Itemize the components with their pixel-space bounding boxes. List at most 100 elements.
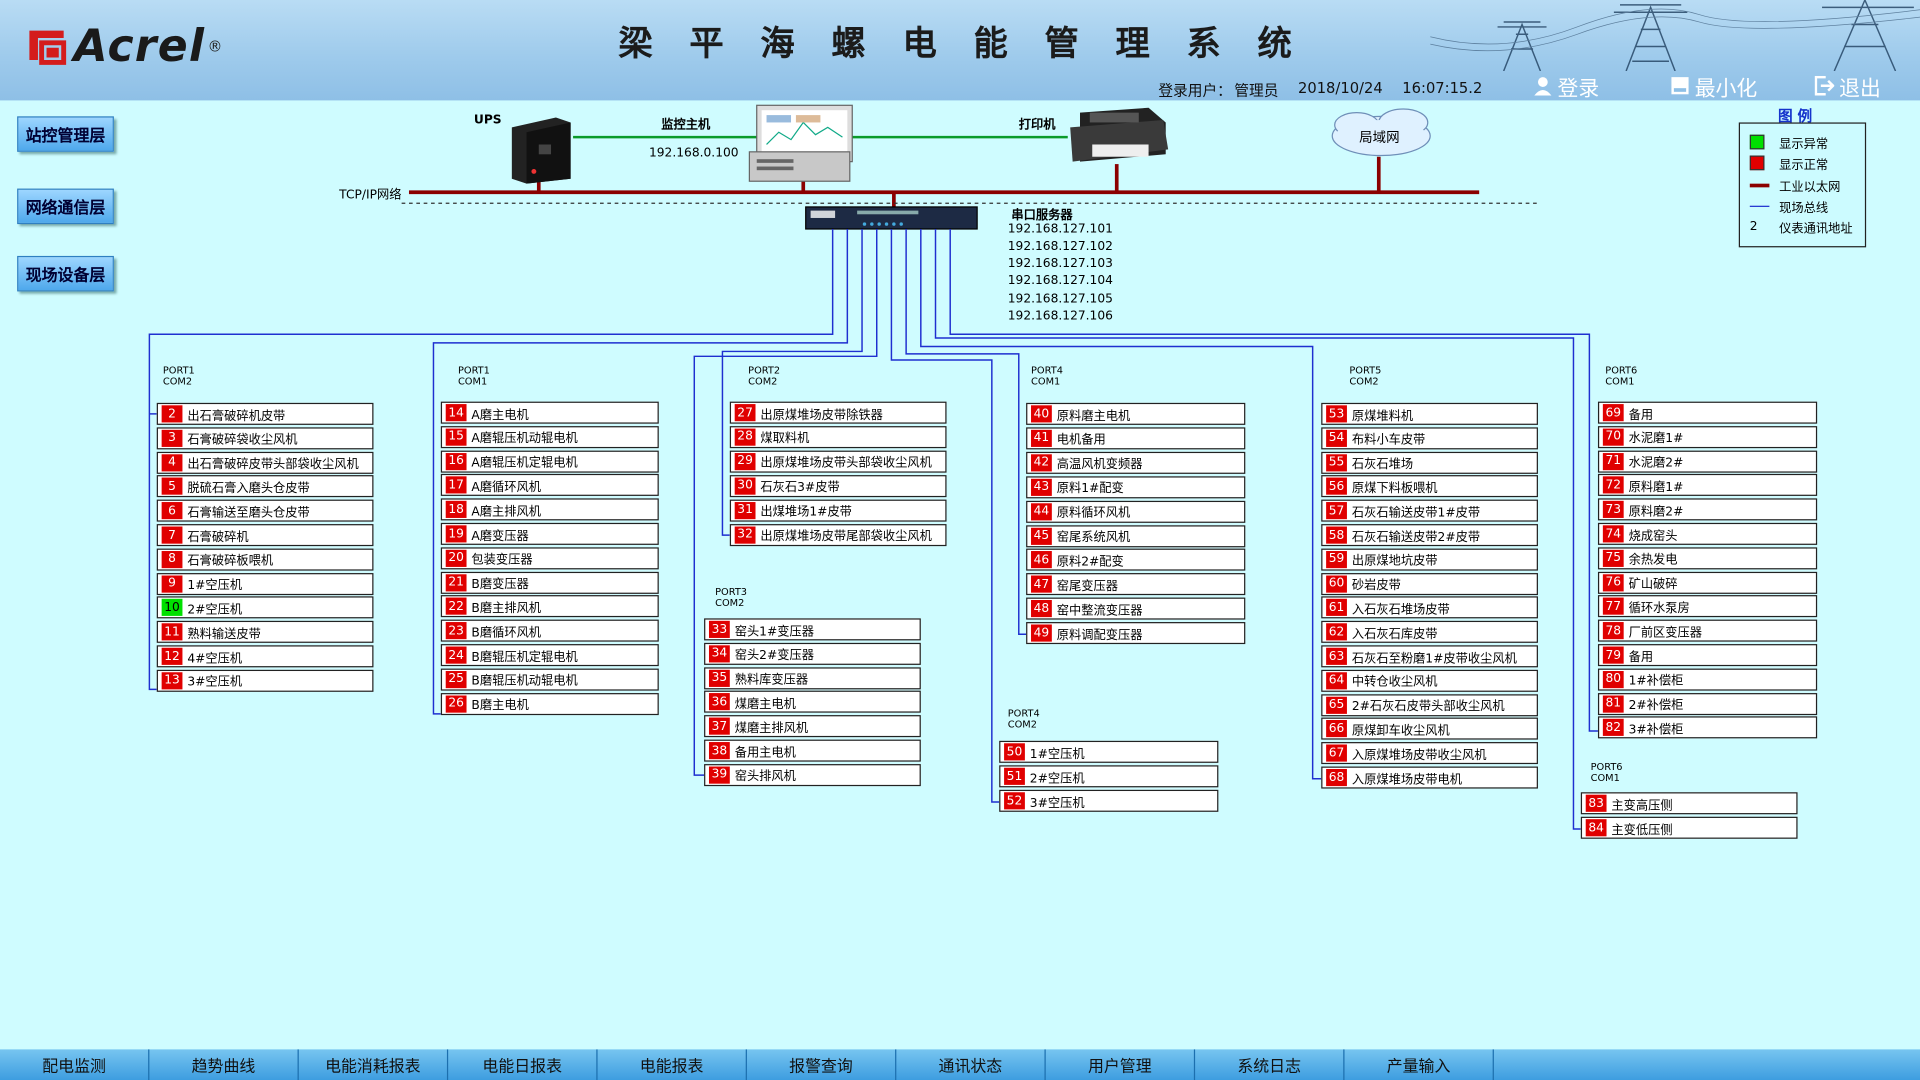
tab-production-input[interactable]: 产量输入 <box>1344 1049 1494 1080</box>
exit-button[interactable]: 退出 <box>1814 71 1881 101</box>
station-control-layer-button[interactable]: 站控管理层 <box>17 116 114 152</box>
tab-power-monitor[interactable]: 配电监测 <box>0 1049 150 1080</box>
minimize-button[interactable]: 最小化 <box>1670 71 1757 101</box>
field-device-layer-button[interactable]: 现场设备层 <box>17 255 114 292</box>
tab-energy-report[interactable]: 电能报表 <box>598 1049 747 1080</box>
tab-alarm-query[interactable]: 报警查询 <box>747 1049 897 1080</box>
tab-daily-energy-report[interactable]: 电能日报表 <box>448 1049 598 1080</box>
tab-trend-curve[interactable]: 趋势曲线 <box>149 1049 299 1080</box>
tab-user-management[interactable]: 用户管理 <box>1046 1049 1196 1080</box>
tab-comm-status[interactable]: 通讯状态 <box>896 1049 1046 1080</box>
login-button[interactable]: 登录 <box>1533 71 1599 101</box>
network-layer-button[interactable]: 网络通信层 <box>17 188 114 225</box>
device-name: 熟料输送皮带 <box>187 627 261 642</box>
tab-system-log[interactable]: 系统日志 <box>1195 1049 1345 1080</box>
tab-energy-consumption-report[interactable]: 电能消耗报表 <box>299 1049 449 1080</box>
